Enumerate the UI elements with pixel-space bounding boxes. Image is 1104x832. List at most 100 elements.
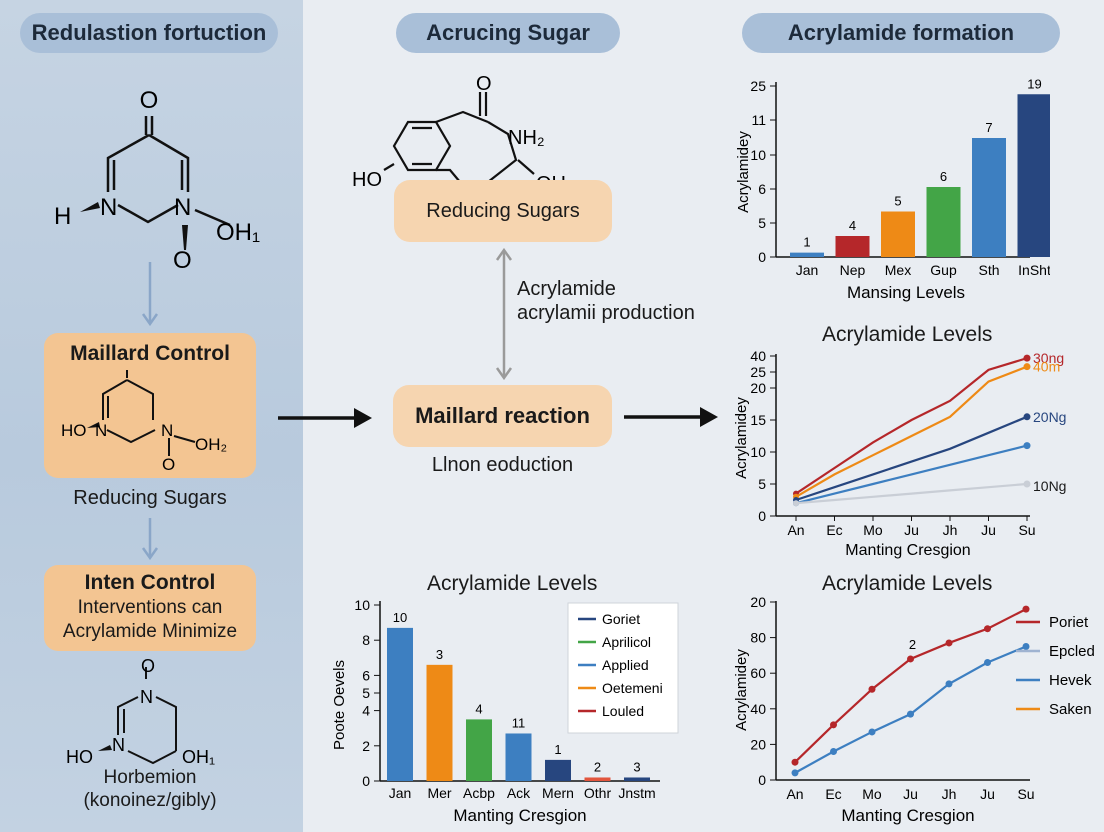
chart-1-data-label: 4: [849, 218, 856, 233]
mol1-atom: O: [140, 87, 159, 114]
chart-3-bar: [584, 777, 611, 781]
double-arrow-icon: [495, 247, 513, 381]
chart-1-xtick-label: Gup: [930, 262, 957, 278]
chart-3-data-label: 4: [475, 701, 482, 716]
chart-4-ytick-label: 80: [750, 630, 766, 646]
chart-2-xtick-label: Jh: [943, 522, 958, 538]
chart-3-xlabel: Manting Cresgion: [453, 806, 586, 825]
chart-3-xtick-label: Acbp: [463, 785, 495, 801]
chart-3-title: Acrylamide Levels: [427, 572, 598, 595]
reducing-sugars-box-label: Reducing Sugars: [426, 200, 580, 222]
chart-4-point: [791, 769, 799, 777]
reducing-sugars-box: [394, 180, 612, 242]
mol2-atom: N: [95, 421, 107, 440]
inten-control-line: Acrylamide Minimize: [62, 621, 238, 642]
chart-1-data-label: 6: [940, 169, 947, 184]
chart-3-data-label: 1: [554, 742, 561, 757]
chart-3-ytick-label: 4: [362, 703, 370, 719]
chart-3-bar: [545, 759, 571, 781]
chart-2-line: Acrylamidey Manting Cresgion 05101520254…: [733, 348, 1066, 559]
chart-2-ylabel: Acrylamidey: [733, 397, 750, 479]
maillard-control-box: [44, 333, 256, 478]
chart-1-xlabel: Mansing Levels: [847, 283, 965, 302]
chart-3-xtick-label: Jnstm: [618, 785, 655, 801]
chart-4-point: [984, 659, 991, 667]
chart-4-point: [945, 680, 953, 688]
chart-2-xtick-label: Ju: [981, 522, 996, 538]
chart-3-ytick-label: 0: [362, 773, 370, 789]
mol4-atom: O: [476, 74, 492, 95]
chart-4-xtick-label: Ju: [980, 786, 995, 802]
chart-1-ytick-label: 11: [751, 112, 766, 128]
chart-4-point: [1022, 605, 1030, 613]
mol4-atom: HO: [352, 169, 382, 191]
chart-3-data-label: 10: [393, 610, 407, 625]
chart-1-bar: [972, 138, 1006, 257]
chart-3-data-label: 3: [436, 647, 443, 662]
chart-2-xlabel: Manting Cresgion: [845, 542, 970, 559]
chart-3-xtick-label: Othr: [584, 785, 612, 801]
chart-1-ytick-label: 25: [750, 78, 766, 94]
chart-2-series-endpoint: [1023, 363, 1031, 371]
chart-1-data-label: 19: [1027, 76, 1041, 91]
chart-3-data-label: 2: [594, 759, 601, 774]
chart-4-ytick-label: 20: [750, 595, 766, 610]
chart-3-bar: [387, 627, 413, 781]
chart-2-series-line: [795, 357, 1028, 495]
chart-4-ytick-label: 0: [758, 772, 766, 788]
chart-2-series-endpoint: [1023, 354, 1031, 362]
chart-3-bar: [426, 664, 453, 781]
chart-3-bar: [624, 777, 650, 781]
chart-1-ytick-label: 0: [758, 249, 766, 265]
chart-4-point: [868, 685, 876, 693]
chart-4-annotation: 2: [909, 637, 916, 652]
chart-1-bar: [835, 236, 870, 257]
chart-2-ytick-label: 15: [750, 412, 766, 428]
mol3-atom: N: [112, 735, 125, 755]
chart-3-legend-label: Oetemeni: [602, 680, 663, 696]
chart-3-legend-label: Aprilicol: [602, 634, 651, 650]
chart-2-series-label: 30ng: [1033, 350, 1064, 366]
chart-2-ytick-label: 10: [750, 444, 766, 460]
chart-2-series-line: [795, 415, 1028, 502]
chart-1-xtick-label: InSht: [1018, 262, 1050, 278]
chart-3-ytick-label: 8: [362, 632, 370, 648]
header-middle: Acrucing Sugar: [396, 13, 620, 53]
mol1-atom: N: [100, 194, 117, 221]
chart-2-xtick-label: Ec: [826, 522, 842, 538]
chart-4-ylabel: Acrylamidey: [733, 649, 750, 731]
chart-4-xtick-label: Ec: [825, 786, 841, 802]
chart-4-ytick-label: 40: [750, 701, 766, 717]
chart-4-point: [830, 721, 837, 729]
chart-4-ytick-label: 60: [750, 665, 766, 681]
chart-1-ytick-label: 10: [750, 147, 766, 163]
arrow-label: acrylamii production: [517, 302, 695, 324]
chart-2-xtick-label: Ju: [904, 522, 919, 538]
chart-4-xtick-label: Su: [1017, 786, 1034, 802]
inten-control-box: [44, 565, 256, 651]
chart-4-xlabel: Manting Cresgion: [841, 806, 974, 825]
inten-control-line: Interventions can: [77, 597, 223, 618]
chart-3-xtick-label: Mern: [542, 785, 574, 801]
arrow-label: Acrylamide: [517, 278, 616, 300]
chart-4-series-line: [794, 608, 1027, 763]
svg-text:N: N: [161, 421, 173, 440]
chart-4-point: [984, 625, 991, 633]
chart-1-xtick-label: Mex: [885, 262, 911, 278]
chart-2-ytick-label: 40: [750, 348, 766, 364]
chart-3-xtick-label: Ack: [507, 785, 531, 801]
chart-1-data-label: 7: [985, 120, 992, 135]
chart-2-series-line: [795, 482, 1028, 505]
chart-2-ytick-label: 0: [758, 508, 766, 524]
down-arrow-icon: [141, 518, 159, 561]
chart-2-series-endpoint: [1023, 442, 1031, 450]
chart-1-ytick-label: 6: [758, 181, 766, 197]
chart-1-data-label: 5: [894, 194, 901, 209]
chart-3-ylabel: Poote Oevels: [331, 660, 348, 750]
mol1-atom: H: [54, 203, 71, 230]
mol4-atom: NH₂: [508, 127, 545, 149]
chart-4-xtick-label: Ju: [903, 786, 918, 802]
chart-4-point: [907, 710, 914, 718]
chart-4-title: Acrylamide Levels: [822, 572, 993, 595]
